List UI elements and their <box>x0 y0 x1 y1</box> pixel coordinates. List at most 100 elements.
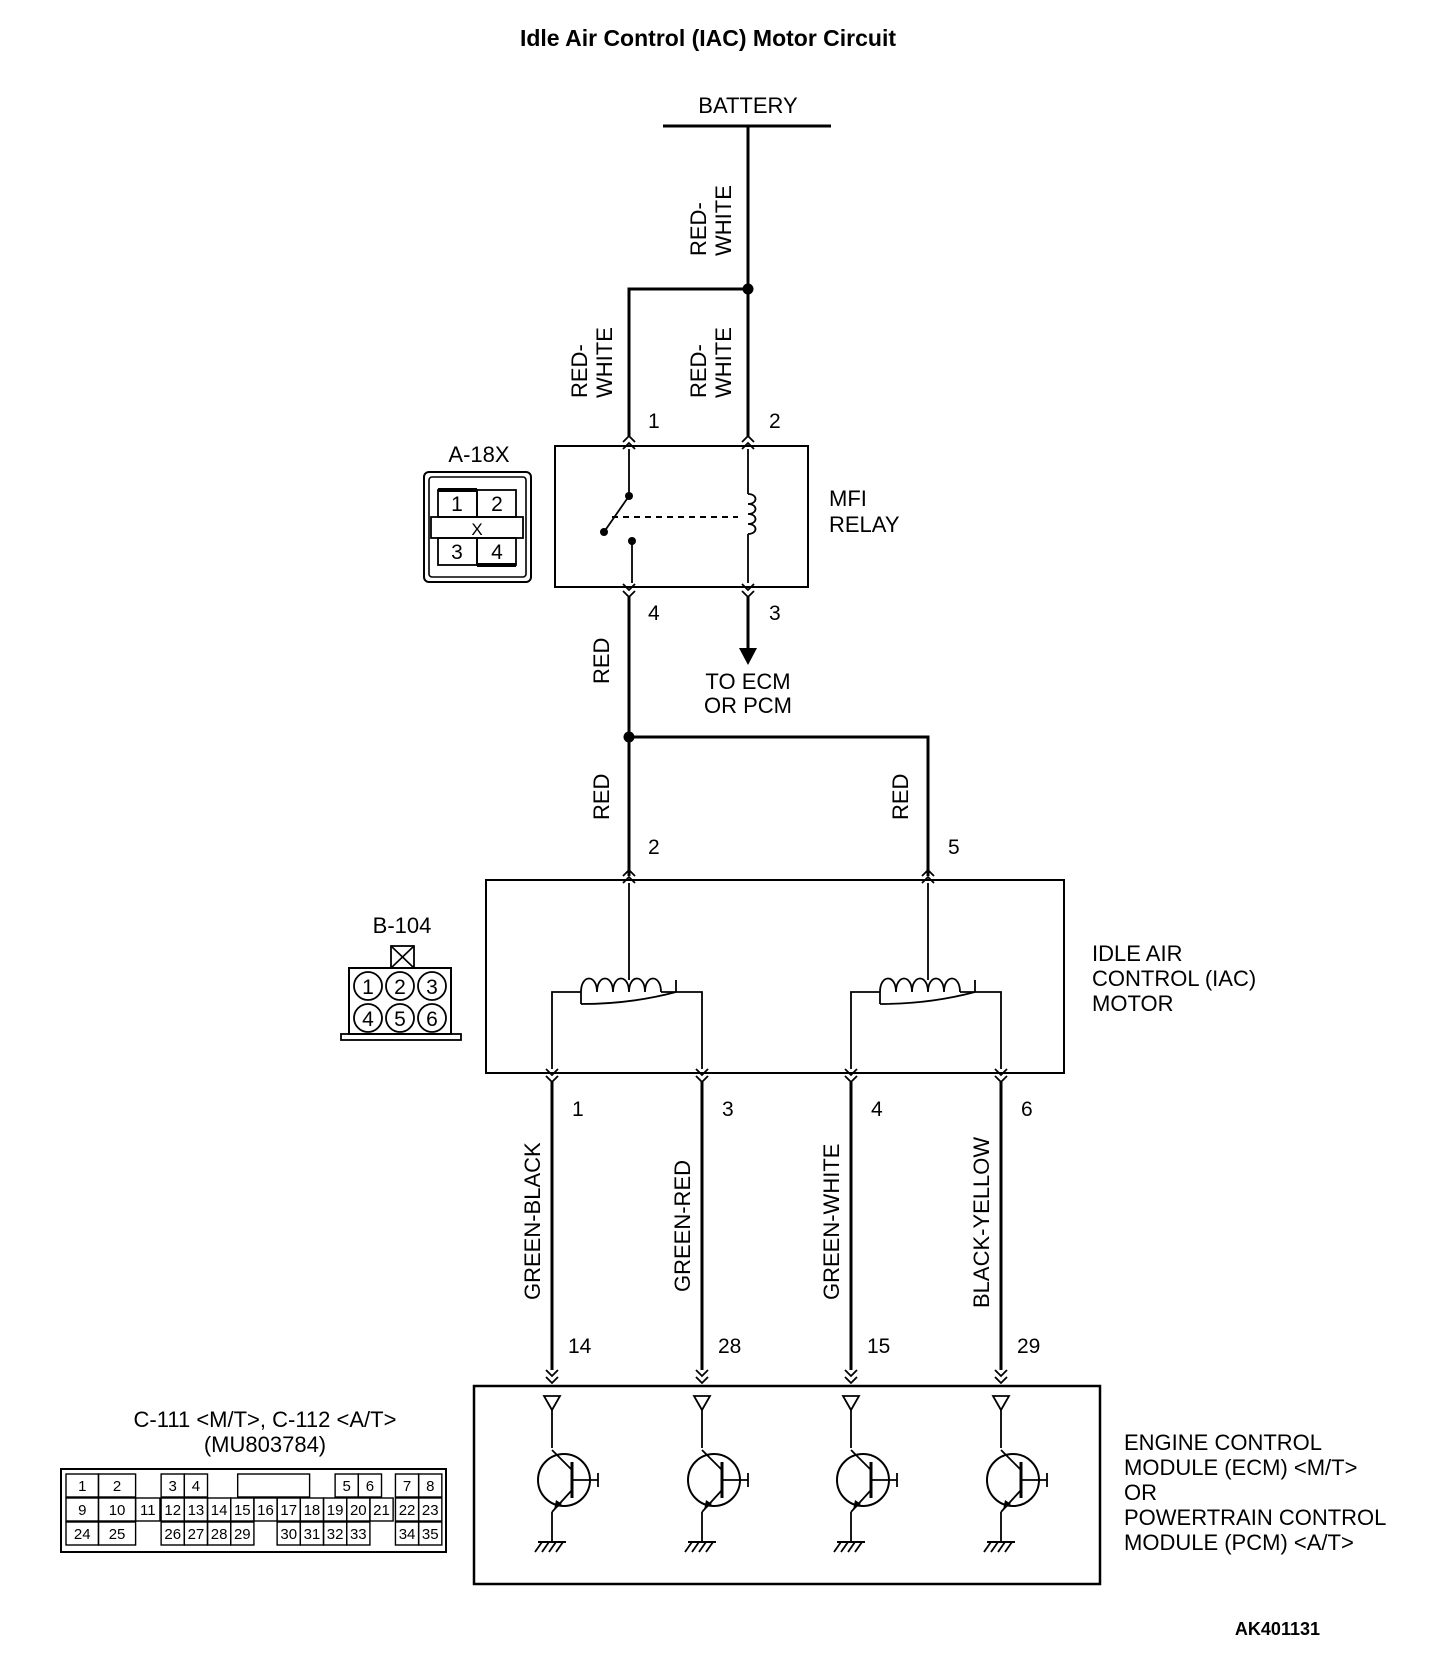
relay-cpin-4: 4 <box>491 541 503 564</box>
wire-label-relay-pin2-1: RED- <box>686 344 711 398</box>
iac-pin-2: 2 <box>648 836 660 859</box>
ecm-grid-cell <box>236 1473 311 1498</box>
iac-cpin-3: 3 <box>426 976 438 999</box>
wire-label-relay-out: RED <box>589 638 614 684</box>
ecm-grid-pin: 22 <box>399 1502 416 1519</box>
wire-label-iac-pin5: RED <box>888 774 913 820</box>
iac-pin-5: 5 <box>948 836 960 859</box>
wire-label-iac-pin1: GREEN-BLACK <box>520 1142 545 1300</box>
wire-label-iac-pin2: RED <box>589 774 614 820</box>
ecm-grid-pin: 10 <box>109 1502 126 1519</box>
iac-motor-box <box>485 879 1065 1074</box>
relay-cpin-1: 1 <box>451 493 463 516</box>
relay-pin-3: 3 <box>769 602 781 625</box>
ecm-grid-pin: 23 <box>422 1502 439 1519</box>
ecm-name-4: POWERTRAIN CONTROL <box>1124 1505 1386 1530</box>
ecm-pin-15: 15 <box>867 1335 890 1358</box>
ecm-grid-pin: 16 <box>257 1502 274 1519</box>
ecm-grid-pin: 14 <box>211 1502 228 1519</box>
ecm-transistor-1 <box>534 1369 599 1553</box>
ecm-grid-cell <box>183 1473 209 1498</box>
ecm-grid-pin: 8 <box>426 1478 434 1495</box>
iac-name-3: MOTOR <box>1092 991 1173 1016</box>
relay-switch-arm <box>603 495 630 533</box>
figure-code: AK401131 <box>1235 1619 1320 1639</box>
ecm-grid-pin: 21 <box>373 1502 390 1519</box>
iac-connector-id: B-104 <box>373 913 432 938</box>
ecm-grid-pin: 31 <box>304 1526 321 1543</box>
ecm-grid-pin: 15 <box>234 1502 251 1519</box>
relay-terminal-3 <box>741 583 755 592</box>
ecm-pin-29: 29 <box>1017 1335 1040 1358</box>
ecm-pin-28: 28 <box>718 1335 741 1358</box>
ecm-grid-cell <box>417 1497 443 1522</box>
ecm-grid-pin: 24 <box>74 1526 91 1543</box>
ecm-grid-pin: 4 <box>192 1478 200 1495</box>
wire-label-battery-2: WHITE <box>711 185 736 256</box>
ecm-grid-cell <box>417 1521 443 1546</box>
wire-label-iac-pin3: GREEN-RED <box>670 1160 695 1292</box>
wire-label-relay-pin2-2: WHITE <box>711 327 736 398</box>
relay-connector-x: X <box>471 520 482 539</box>
arrow-to-ecm <box>739 648 757 665</box>
ecm-grid-cell <box>97 1473 137 1498</box>
ecm-grid-pin: 25 <box>109 1526 126 1543</box>
ecm-grid-cell <box>369 1497 394 1522</box>
ecm-connector-face <box>60 1468 447 1553</box>
relay-cpin-2: 2 <box>491 493 503 516</box>
iac-cpin-1: 1 <box>362 976 374 999</box>
ecm-transistor-3 <box>833 1369 898 1553</box>
battery-label: BATTERY <box>698 93 798 118</box>
ecm-grid-cell <box>346 1521 371 1546</box>
ecm-grid-pin: 27 <box>188 1526 205 1543</box>
wire-label-relay-pin1-1: RED- <box>567 344 592 398</box>
ecm-grid-pin: 17 <box>280 1502 297 1519</box>
relay-connector-face <box>423 471 532 583</box>
ecm-transistors <box>534 1369 1048 1553</box>
ecm-grid-pin: 5 <box>343 1478 351 1495</box>
relay-pin-2: 2 <box>769 410 781 433</box>
iac-name-1: IDLE AIR <box>1092 941 1182 966</box>
wire-battery-to-relay-pin1 <box>627 287 748 436</box>
ecm-grid-cell <box>134 1497 161 1522</box>
ecm-transistor-4 <box>983 1369 1048 1553</box>
ecm-grid-cell <box>417 1473 443 1498</box>
iac-pin-4: 4 <box>871 1098 883 1121</box>
ecm-grid-pin: 30 <box>280 1526 297 1543</box>
relay-box <box>554 445 809 588</box>
iac-pin-3: 3 <box>722 1098 734 1121</box>
wire-relay-to-iac-pin5 <box>629 735 930 876</box>
ecm-grid-cell <box>357 1473 383 1498</box>
iac-bottom-terminals <box>545 1068 1008 1084</box>
iac-coil-right <box>879 977 961 993</box>
relay-pin-1: 1 <box>648 410 660 433</box>
ecm-grid-pin: 12 <box>164 1502 181 1519</box>
to-ecm-label-2: OR PCM <box>704 693 792 718</box>
ecm-grid-pin: 34 <box>399 1526 416 1543</box>
iac-cpin-6: 6 <box>426 1008 438 1031</box>
ecm-grid-pin: 19 <box>327 1502 344 1519</box>
ecm-grid-pin: 20 <box>350 1502 367 1519</box>
relay-terminal-1 <box>622 434 636 443</box>
ecm-grid-pin: 35 <box>422 1526 439 1543</box>
ecm-pin-14: 14 <box>568 1335 592 1358</box>
ecm-grid-pin: 1 <box>78 1478 86 1495</box>
ecm-connector-id-1: C-111 <M/T>, C-112 <A/T> <box>134 1407 397 1432</box>
iac-cpin-2: 2 <box>394 976 406 999</box>
ecm-name-3: OR <box>1124 1480 1157 1505</box>
ecm-grid-pin: 26 <box>164 1526 181 1543</box>
iac-cpin-4: 4 <box>362 1008 374 1031</box>
ecm-name-5: MODULE (PCM) <A/T> <box>1124 1530 1354 1555</box>
wire-label-iac-pin6: BLACK-YELLOW <box>969 1137 994 1308</box>
ecm-grid-pin: 3 <box>169 1478 177 1495</box>
iac-coil-left <box>580 977 662 993</box>
relay-coil <box>747 493 757 535</box>
ecm-grid-pin: 29 <box>234 1526 251 1543</box>
ecm-grid-pin: 33 <box>350 1526 367 1543</box>
ecm-grid-pin: 11 <box>140 1502 156 1519</box>
ecm-grid-pin: 7 <box>403 1478 411 1495</box>
to-ecm-label-1: TO ECM <box>705 669 790 694</box>
relay-connector-id: A-18X <box>448 442 509 467</box>
iac-cpin-5: 5 <box>394 1008 406 1031</box>
